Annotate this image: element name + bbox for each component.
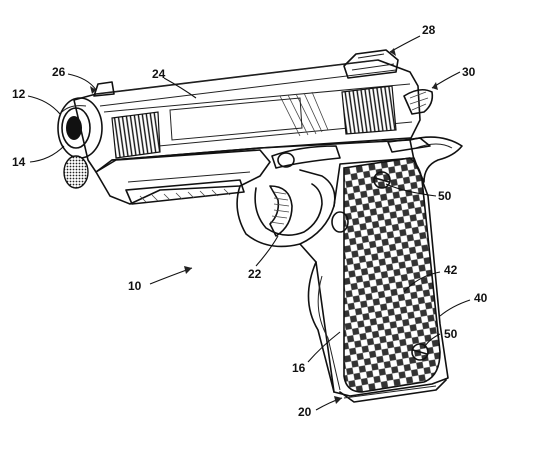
front-sight — [93, 81, 115, 97]
ref-24: 24 — [152, 67, 166, 81]
ref-42: 42 — [444, 263, 458, 277]
ref-28: 28 — [422, 23, 436, 37]
ref-12: 12 — [12, 87, 26, 101]
grip-screw-upper — [373, 171, 391, 189]
thumb-safety — [387, 137, 431, 153]
ref-50-lower: 50 — [444, 327, 458, 341]
leader-arrowheads — [90, 48, 438, 404]
grip-safety — [409, 136, 463, 183]
trigger — [269, 185, 293, 237]
barrel-bushing — [63, 155, 89, 189]
ref-26: 26 — [52, 65, 66, 79]
ref-20: 20 — [298, 405, 312, 419]
magazine-release — [331, 211, 349, 233]
ref-22: 22 — [248, 267, 262, 281]
muzzle — [57, 97, 103, 159]
slide — [73, 59, 421, 173]
grip-screw-lower — [411, 343, 429, 361]
rear-sight — [343, 49, 399, 79]
ref-50-upper: 50 — [438, 189, 452, 203]
frame — [95, 145, 341, 205]
ref-14: 14 — [12, 155, 26, 169]
trigger-guard — [236, 169, 336, 248]
hammer — [403, 88, 434, 115]
ref-30: 30 — [462, 65, 476, 79]
grip-frame — [299, 157, 449, 403]
ref-16: 16 — [292, 361, 306, 375]
ref-10: 10 — [128, 279, 142, 293]
ref-40: 40 — [474, 291, 488, 305]
